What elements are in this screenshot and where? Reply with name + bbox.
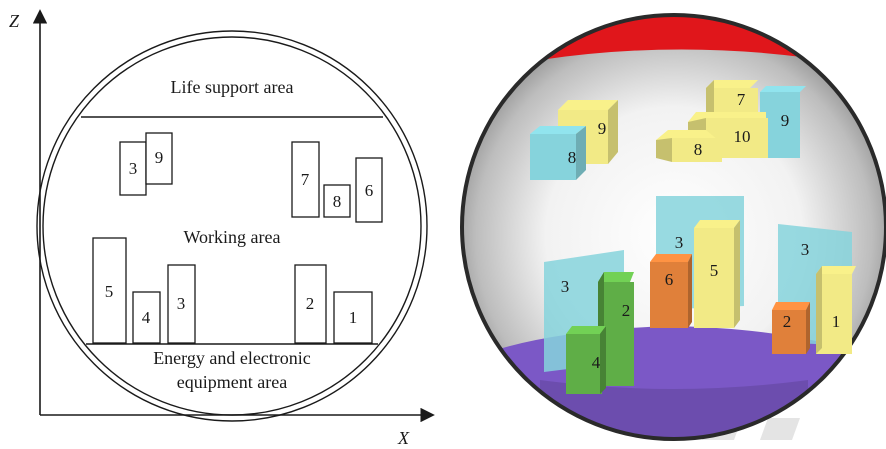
- label-3-center-panel: 3: [675, 233, 684, 252]
- left-diagram: Z X Life support area Working area Energ…: [9, 9, 435, 448]
- box-7: [291, 141, 320, 218]
- box-3-lower: [167, 264, 196, 344]
- energy-area-label-line1: Energy and electronic: [153, 348, 311, 368]
- box-2-label: 2: [306, 294, 315, 313]
- decor-stripe: [760, 418, 800, 440]
- label-5: 5: [710, 261, 719, 280]
- label-3-right-panel: 3: [801, 240, 810, 259]
- label-8-top: 8: [694, 140, 703, 159]
- right-illustration: 9 8 7 10 8 9: [460, 13, 886, 441]
- box-1-label: 1: [349, 308, 358, 327]
- working-area-label: Working area: [183, 227, 280, 247]
- box-8-label: 8: [333, 192, 342, 211]
- group-center: 3 6 5: [650, 196, 744, 328]
- box-5: [92, 237, 127, 344]
- label-3-left-panel: 3: [561, 277, 570, 296]
- box-9-upper: [145, 132, 173, 185]
- label-2-green: 2: [622, 301, 631, 320]
- life-support-area-label: Life support area: [171, 77, 294, 97]
- group-top-right: 7 10 8 9: [656, 80, 806, 162]
- box-4: [132, 291, 161, 344]
- box-9-upper-label: 9: [155, 148, 164, 167]
- cabin-outer-circle: [36, 30, 428, 422]
- label-10: 10: [734, 127, 751, 146]
- box-6-label: 6: [365, 181, 374, 200]
- box-6: [355, 157, 383, 223]
- label-9-right: 9: [781, 111, 790, 130]
- label-7-top: 7: [737, 90, 746, 109]
- box-1: [333, 291, 373, 344]
- box-2: [294, 264, 327, 344]
- box-3-lower-label: 3: [177, 294, 186, 313]
- x-axis-label: X: [397, 428, 410, 448]
- floor-shadow: [540, 380, 808, 439]
- label-9-left: 9: [598, 119, 607, 138]
- box-4-label: 4: [142, 308, 151, 327]
- group-top-left: 9 8: [530, 100, 618, 180]
- box-7-label: 7: [301, 170, 310, 189]
- box-3-upper-label: 3: [129, 159, 138, 178]
- box-5-label: 5: [105, 282, 114, 301]
- habitat-sphere-outline: [460, 13, 886, 441]
- z-axis-label: Z: [9, 11, 20, 31]
- group-left-bottom: 3 2 4: [544, 250, 634, 394]
- label-1: 1: [832, 312, 841, 331]
- label-8-left: 8: [568, 148, 577, 167]
- cabin-inner-circle: [42, 36, 422, 416]
- label-6: 6: [665, 270, 674, 289]
- energy-area-label-line2: equipment area: [177, 372, 287, 392]
- group-right-bottom: 3 2 1: [772, 224, 856, 354]
- box-8: [323, 184, 351, 218]
- label-4: 4: [592, 353, 601, 372]
- label-2-orange: 2: [783, 312, 792, 331]
